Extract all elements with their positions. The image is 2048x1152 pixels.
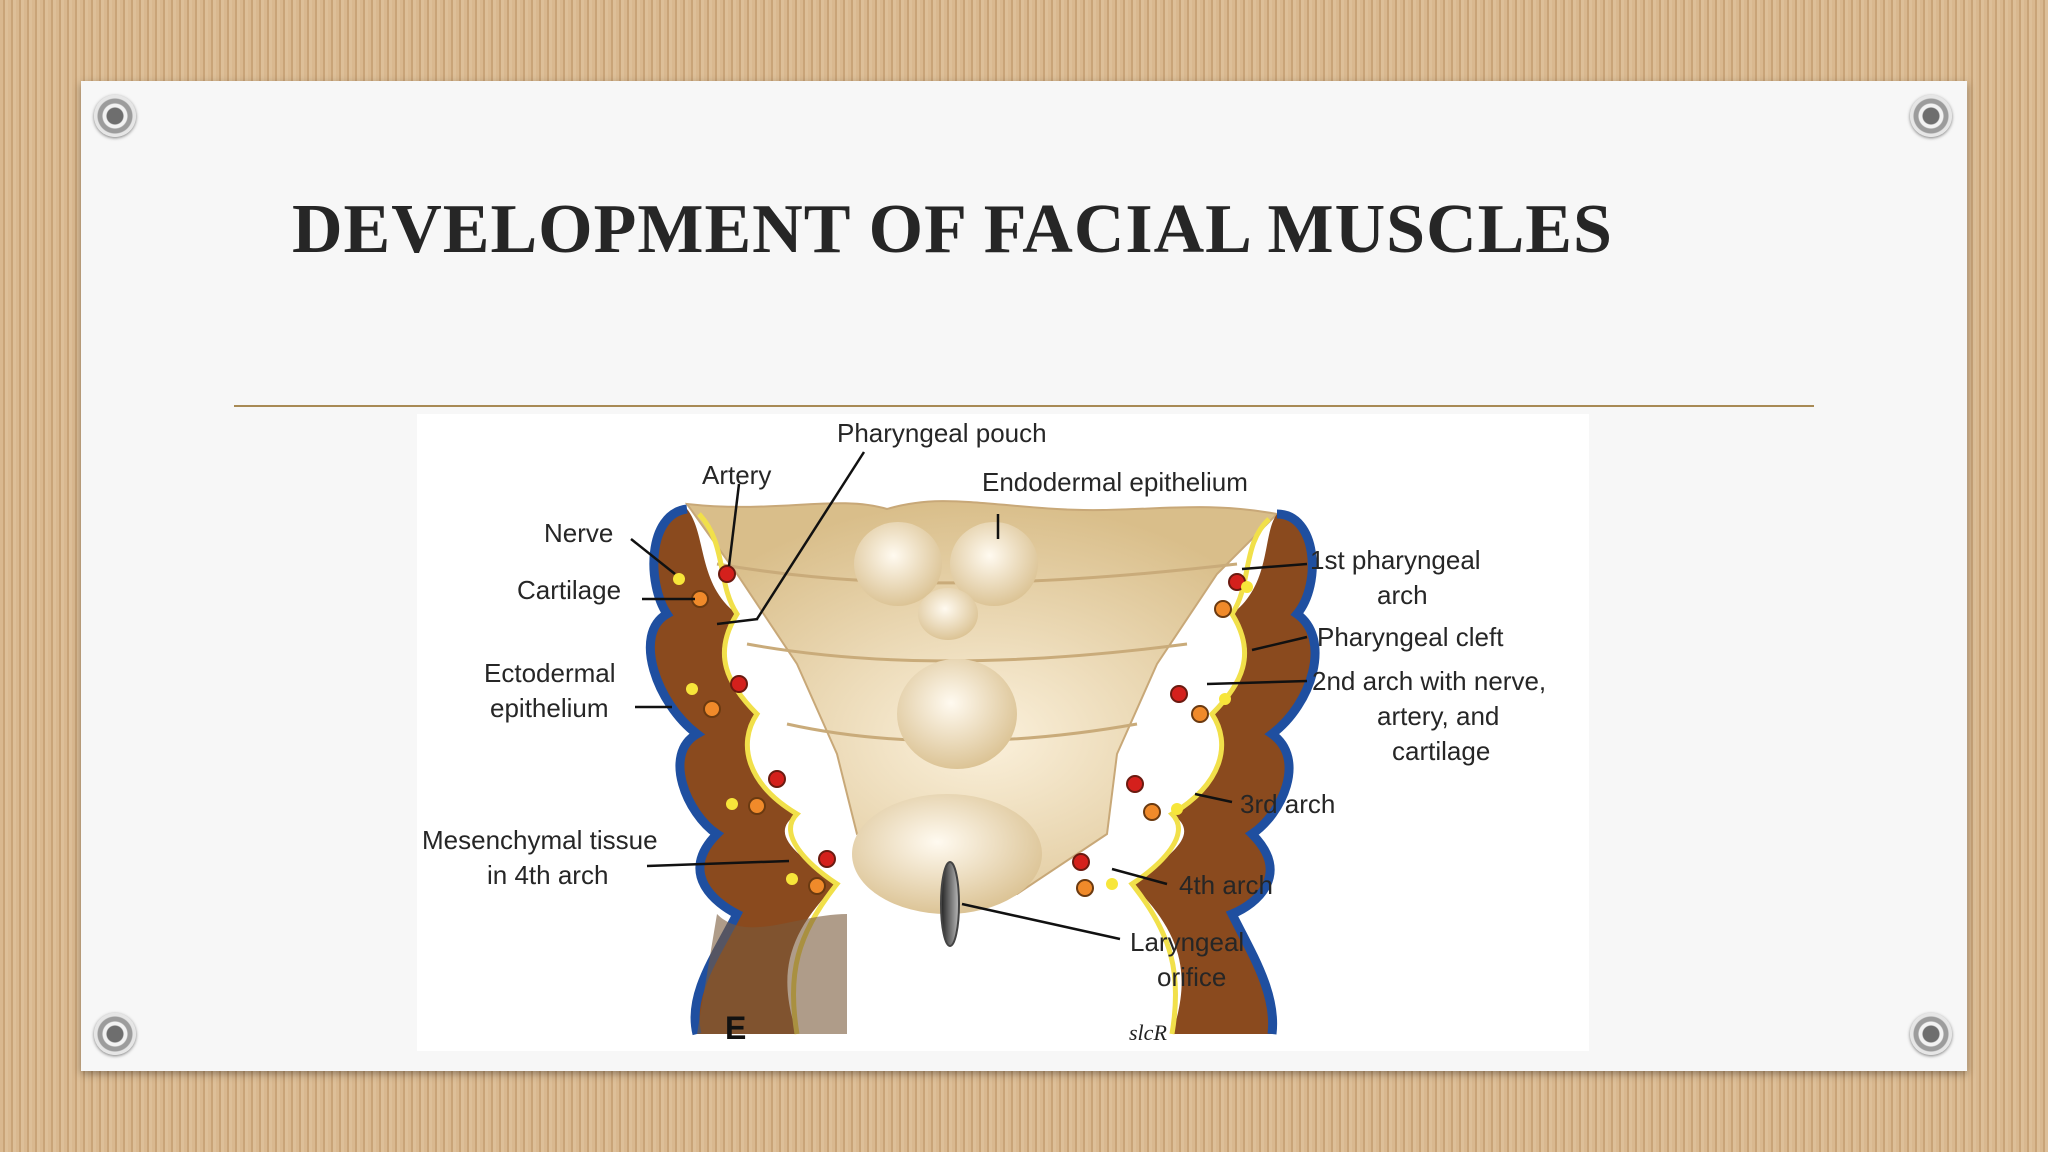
- slide-title: DEVELOPMENT OF FACIAL MUSCLES: [292, 191, 1613, 268]
- left-endoderm: [697, 512, 841, 1035]
- tongue-bump-left: [854, 522, 942, 606]
- label-first-arch-line1: 1st pharyngeal: [1310, 545, 1481, 575]
- right-arch1-cartilage: [1214, 600, 1232, 618]
- label-second-arch-line1: 2nd arch with nerve,: [1312, 666, 1546, 696]
- grommet-bottom-right: [1910, 1013, 1952, 1055]
- copula-bump: [918, 588, 978, 640]
- right-ectoderm: [1225, 509, 1320, 1035]
- laryngeal-orifice: [940, 861, 960, 947]
- left-arch4-artery: [818, 850, 836, 868]
- label-second-arch-line3: cartilage: [1392, 736, 1490, 766]
- label-second-arch-line2: artery, and: [1377, 701, 1499, 731]
- label-pharyngeal-cleft: Pharyngeal cleft: [1317, 622, 1504, 652]
- label-first-arch-line2: arch: [1377, 580, 1428, 610]
- left-arch3-nerve: [726, 798, 738, 810]
- right-arch3-artery: [1126, 775, 1144, 793]
- left-arch1-artery: [718, 565, 736, 583]
- label-endodermal-epithelium: Endodermal epithelium: [982, 467, 1248, 497]
- label-laryngeal-line2: orifice: [1157, 962, 1226, 992]
- right-arch2-artery: [1170, 685, 1188, 703]
- right-arch2-nerve: [1219, 693, 1231, 705]
- leader-lines: [630, 451, 1308, 941]
- left-arch2-artery: [730, 675, 748, 693]
- label-pharyngeal-pouch: Pharyngeal pouch: [837, 418, 1047, 448]
- right-arch1-nerve: [1241, 581, 1253, 593]
- label-ectodermal-line1: Ectodermal: [484, 658, 616, 688]
- label-third-arch: 3rd arch: [1240, 789, 1335, 819]
- ridge-2: [746, 642, 1188, 663]
- grommet-top-right: [1910, 95, 1952, 137]
- label-laryngeal-line1: Laryngeal: [1130, 927, 1244, 957]
- left-arch3-cartilage: [748, 797, 766, 815]
- right-arches: [1132, 514, 1316, 1034]
- epiglottis-bump: [897, 659, 1017, 769]
- left-arch4-nerve: [786, 873, 798, 885]
- left-trunk: [697, 914, 847, 1034]
- panel-letter: E: [725, 1010, 746, 1046]
- right-arch4-cartilage: [1076, 879, 1094, 897]
- grommet-top-left: [94, 95, 136, 137]
- grommet-bottom-left: [94, 1013, 136, 1055]
- label-artery: Artery: [702, 460, 771, 490]
- label-mesenchymal-line2: in 4th arch: [487, 860, 608, 890]
- pharyngeal-arch-diagram: Pharyngeal pouch Artery Endodermal epith…: [417, 414, 1589, 1051]
- label-mesenchymal-line1: Mesenchymal tissue: [422, 825, 658, 855]
- laryngeal-mound: [852, 794, 1042, 914]
- label-ectodermal-line2: epithelium: [490, 693, 609, 723]
- label-fourth-arch: 4th arch: [1179, 870, 1273, 900]
- left-arch1-nerve: [673, 573, 685, 585]
- left-arches: [650, 509, 837, 1034]
- artist-signature: slcR: [1129, 1020, 1167, 1045]
- title-divider: [234, 405, 1814, 407]
- right-endoderm: [1128, 517, 1271, 1035]
- label-cartilage: Cartilage: [517, 575, 621, 605]
- left-arch2-cartilage: [703, 700, 721, 718]
- label-nerve: Nerve: [544, 518, 613, 548]
- left-arch2-nerve: [686, 683, 698, 695]
- left-arch4-cartilage: [808, 877, 826, 895]
- tongue-bump-right: [950, 522, 1038, 606]
- right-arch2-cartilage: [1191, 705, 1209, 723]
- right-arch4-nerve: [1106, 878, 1118, 890]
- right-arch3-nerve: [1171, 803, 1183, 815]
- diagram-svg: Pharyngeal pouch Artery Endodermal epith…: [422, 418, 1546, 1046]
- right-arch3-cartilage: [1143, 803, 1161, 821]
- left-arch3-artery: [768, 770, 786, 788]
- right-arch4-artery: [1072, 853, 1090, 871]
